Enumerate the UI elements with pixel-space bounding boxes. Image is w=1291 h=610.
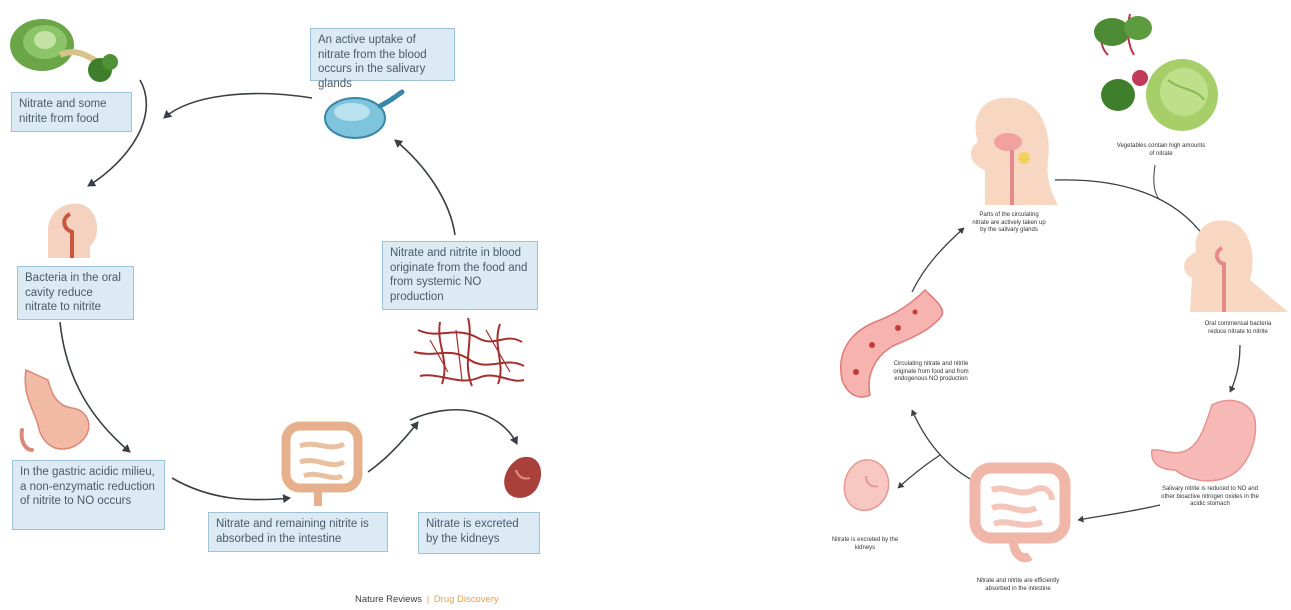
arrow-salivary-to-food (164, 94, 312, 118)
kidney-icon (504, 457, 541, 498)
journal-name: Nature Reviews (355, 594, 422, 605)
arrow-blood-to-salivary (395, 140, 455, 235)
caption-kidney: Nitrate is excreted by the kidneys (830, 537, 900, 552)
caption-oral: Oral commensal bacteria reduce nitrate t… (1195, 321, 1281, 336)
arrow-stomach-to-intestine (1078, 505, 1160, 520)
throat-icon (1184, 220, 1288, 312)
head-throat-icon (48, 204, 97, 258)
label-food-source: Nitrate and some nitrite from food (11, 92, 132, 132)
caption-stomach: Salivary nitrite is reduced to NO and ot… (1158, 486, 1262, 509)
stomach-icon (22, 370, 89, 450)
blood-vessels-icon (414, 318, 524, 386)
caption-salivary: Parts of the circulating nitrate are act… (972, 212, 1046, 235)
arrow-throat-to-stomach (1230, 345, 1240, 392)
label-blood-origin: Nitrate and nitrite in blood originate f… (382, 241, 538, 310)
label-salivary-uptake: An active uptake of nitrate from the blo… (310, 28, 455, 81)
arrow-gastric-to-intestine (172, 478, 290, 500)
journal-section: Drug Discovery (434, 594, 499, 605)
label-oral-bacteria: Bacteria in the oral cavity reduce nitra… (17, 266, 134, 320)
beetroot-icon (1094, 14, 1152, 111)
label-gastric-reduction: In the gastric acidic milieu, a non-enzy… (12, 460, 165, 530)
journal-credit: Nature Reviews | Drug Discovery (355, 594, 499, 605)
label-intestine-absorption: Nitrate and remaining nitrite is absorbe… (208, 512, 388, 552)
arrow-branch-to-kidney-right (898, 455, 940, 488)
arrow-head-to-throat (1055, 180, 1205, 238)
kidney-icon-right (844, 460, 888, 510)
salivary-gland-icon (325, 92, 402, 138)
cabbage-icon (1146, 59, 1218, 131)
arrow-veg-down (1154, 165, 1160, 200)
label-kidney-excretion: Nitrate is excreted by the kidneys (418, 512, 540, 554)
arrow-intestine-to-blood (368, 422, 418, 472)
lettuce-icon (10, 19, 118, 82)
journal-separator: | (425, 594, 431, 605)
caption-intestine: Nitrate and nitrite are efficiently abso… (972, 578, 1064, 593)
head-salivary-icon (971, 98, 1058, 205)
caption-vegetables: Vegetables contain high amounts of nitra… (1116, 143, 1206, 158)
intestine-icon (286, 426, 358, 506)
arrow-vessel-to-head (912, 228, 964, 292)
caption-circulating: Circulating nitrate and nitrite originat… (888, 361, 974, 384)
intestine-icon-right (975, 468, 1065, 558)
arrow-intestine-to-vessel (912, 410, 972, 480)
arrow-branch-to-kidney (410, 410, 517, 444)
stomach-icon-right (1152, 400, 1256, 480)
